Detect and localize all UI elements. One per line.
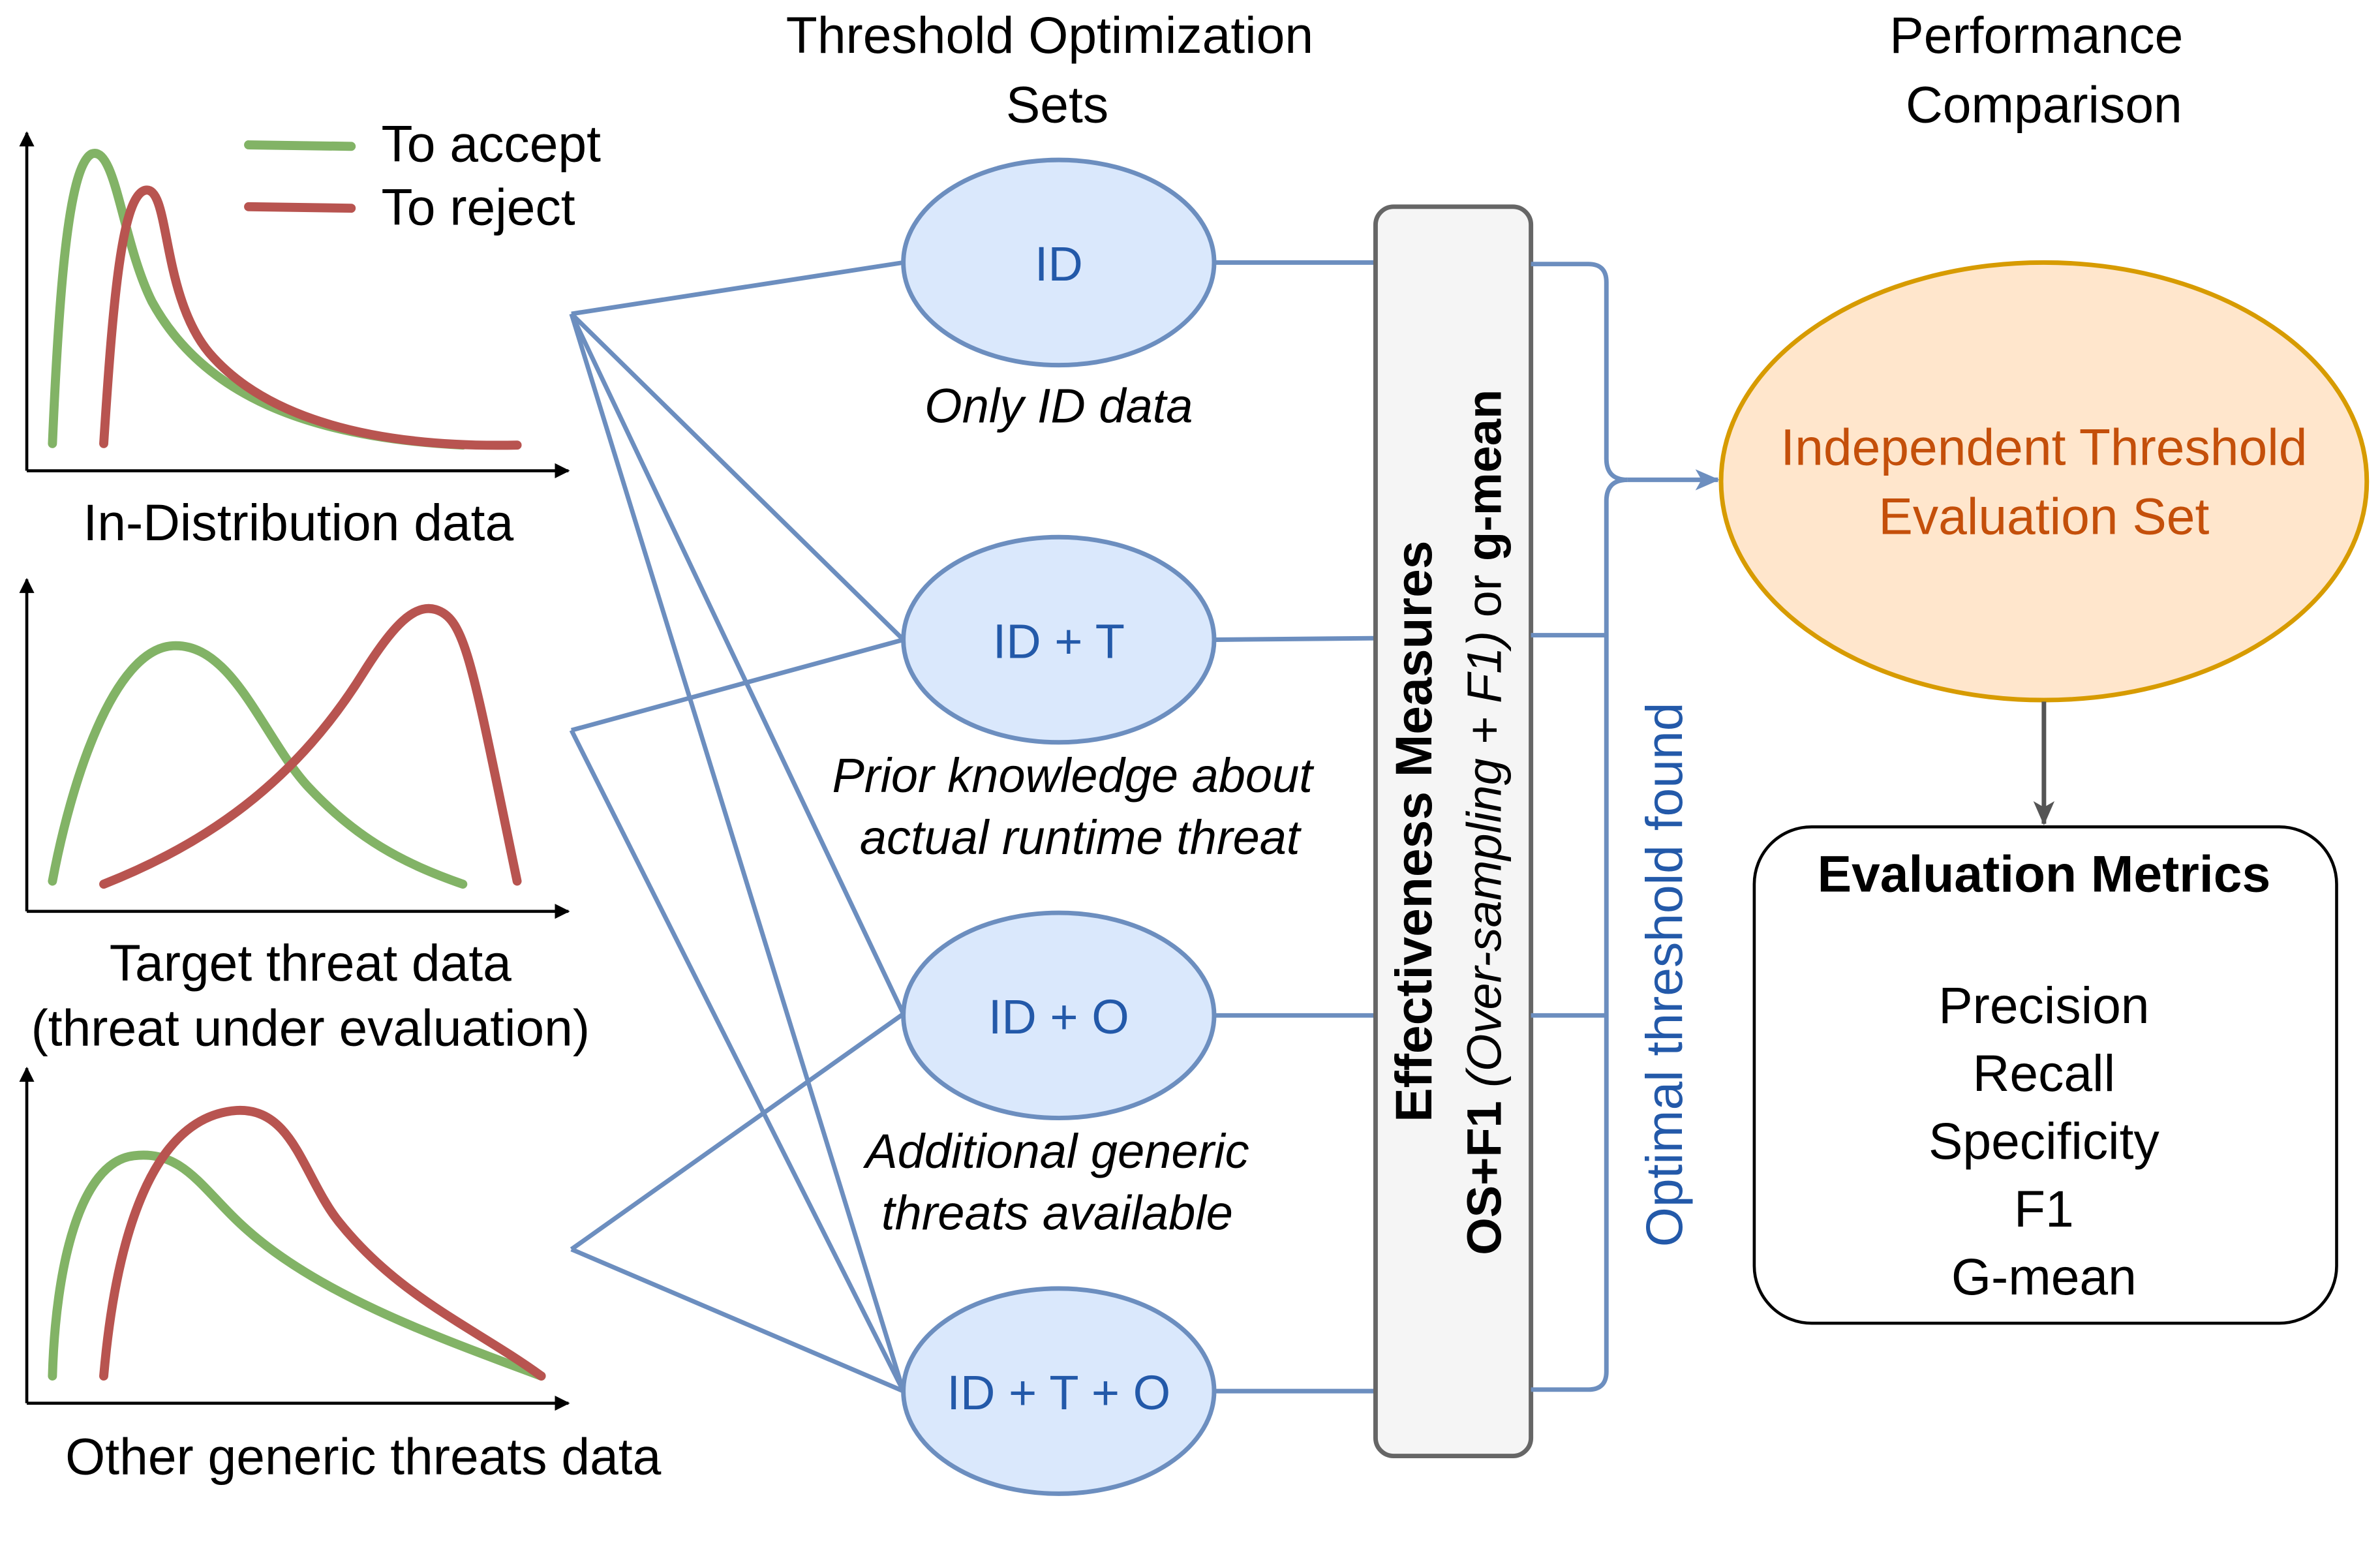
- conn-other-to-set-ido: [570, 1012, 905, 1251]
- set-id-t-label: ID + T: [993, 614, 1125, 668]
- optimal-threshold-bracket: [1531, 262, 1720, 1392]
- target-threat-plot: [19, 577, 570, 919]
- metric-f1: F1: [2014, 1180, 2074, 1238]
- set-id[interactable]: ID: [901, 157, 1217, 368]
- legend: To accept To reject: [244, 115, 602, 236]
- evaluation-set-line2: Evaluation Set: [1878, 488, 2209, 545]
- os-f1-label: OS+F1: [1457, 1101, 1511, 1255]
- target-threat-label-line1: Target threat data: [110, 934, 511, 992]
- conn-id-to-set-id: [571, 260, 904, 316]
- conn-id-to-set-idt: [570, 312, 906, 641]
- set-id-t-o-ellipse[interactable]: [901, 1286, 1217, 1496]
- metric-precision: Precision: [1938, 977, 2149, 1034]
- effectiveness-measures-title: Effectiveness Measures: [1385, 540, 1442, 1122]
- set-id-ellipse[interactable]: [901, 157, 1217, 368]
- performance-header-line2: Comparison: [1906, 76, 2182, 133]
- legend-accept-swatch: [244, 140, 356, 151]
- evaluation-set[interactable]: Independent Threshold Evaluation Set: [1718, 260, 2370, 703]
- conn-set-idt-to-measures: [1213, 635, 1375, 642]
- conn-id-to-set-ido: [569, 313, 906, 1015]
- set-to-measure-connectors: [1213, 260, 1375, 1394]
- conn-other-to-set-idto: [570, 1247, 904, 1394]
- gmean-label: g-mean: [1457, 390, 1511, 561]
- metric-recall: Recall: [1973, 1045, 2115, 1102]
- other-threats-plot: [19, 1066, 570, 1411]
- set-id-o-label: ID + O: [988, 990, 1129, 1044]
- set-id-t-o[interactable]: ID + T + O: [901, 1286, 1217, 1496]
- bracket-bottom: [1531, 477, 1628, 1392]
- evaluation-metrics-title: Evaluation Metrics: [1818, 846, 2271, 903]
- set-id-t-ellipse[interactable]: [901, 534, 1217, 745]
- source-connectors: [569, 260, 906, 1394]
- plot3-reject-curve: [99, 1106, 546, 1381]
- set-id-caption: Only ID data: [924, 379, 1193, 433]
- set-id-t-caption-line2: actual runtime threat: [860, 810, 1302, 864]
- or-word: or: [1457, 575, 1511, 618]
- in-distribution-label: In-Distribution data: [83, 494, 513, 551]
- os-f1-detail: (Over-sampling + F1): [1457, 631, 1511, 1088]
- optimal-threshold-label: Optimal threshold found: [1636, 703, 1693, 1247]
- evaluation-metrics-rect[interactable]: [1752, 825, 2338, 1325]
- plot2-reject-curve: [99, 604, 522, 889]
- evaluation-metrics-box[interactable]: Evaluation Metrics Precision Recall Spec…: [1752, 825, 2338, 1325]
- other-threats-label: Other generic threats data: [65, 1428, 662, 1485]
- set-id-o-caption-line1: Additional generic: [862, 1124, 1249, 1178]
- legend-reject-label: To reject: [382, 179, 575, 236]
- set-id-t-caption-line1: Prior knowledge about: [832, 748, 1315, 803]
- threshold-sets-header-line2: Sets: [1006, 76, 1108, 133]
- evaluation-set-line1: Independent Threshold: [1780, 418, 2307, 476]
- evaluation-set-ellipse[interactable]: [1718, 260, 2370, 703]
- metric-gmean: G-mean: [1951, 1248, 2137, 1306]
- conn-id-to-set-idto: [569, 313, 906, 1392]
- set-id-label: ID: [1035, 237, 1083, 291]
- effectiveness-measures-rect[interactable]: [1373, 204, 1534, 1459]
- set-id-t-o-label: ID + T + O: [947, 1366, 1170, 1420]
- metric-specificity: Specificity: [1929, 1112, 2160, 1170]
- threshold-sets-header-line1: Threshold Optimization: [786, 7, 1313, 64]
- target-threat-label-line2: (threat under evaluation): [31, 1000, 590, 1057]
- plot3-accept-curve: [48, 1150, 546, 1381]
- set-id-o-caption-line2: threats available: [881, 1186, 1233, 1240]
- legend-accept-label: To accept: [382, 115, 602, 172]
- plot1-reject-curve: [99, 185, 522, 450]
- effectiveness-measures-detail: OS+F1 (Over-sampling + F1) or g-mean: [1457, 390, 1511, 1255]
- set-id-t[interactable]: ID + T: [901, 534, 1217, 745]
- set-id-o-ellipse[interactable]: [901, 910, 1217, 1121]
- effectiveness-measures-box[interactable]: Effectiveness Measures OS+F1 (Over-sampl…: [1373, 204, 1534, 1459]
- conn-target-to-set-idto: [569, 729, 906, 1392]
- in-distribution-plot: [19, 131, 570, 479]
- set-id-o[interactable]: ID + O: [901, 910, 1217, 1121]
- bracket-top: [1531, 262, 1628, 482]
- performance-header-line1: Performance: [1889, 7, 2183, 64]
- conn-target-to-set-idt: [570, 637, 904, 733]
- plot2-accept-curve: [48, 641, 468, 889]
- legend-reject-swatch: [244, 202, 356, 213]
